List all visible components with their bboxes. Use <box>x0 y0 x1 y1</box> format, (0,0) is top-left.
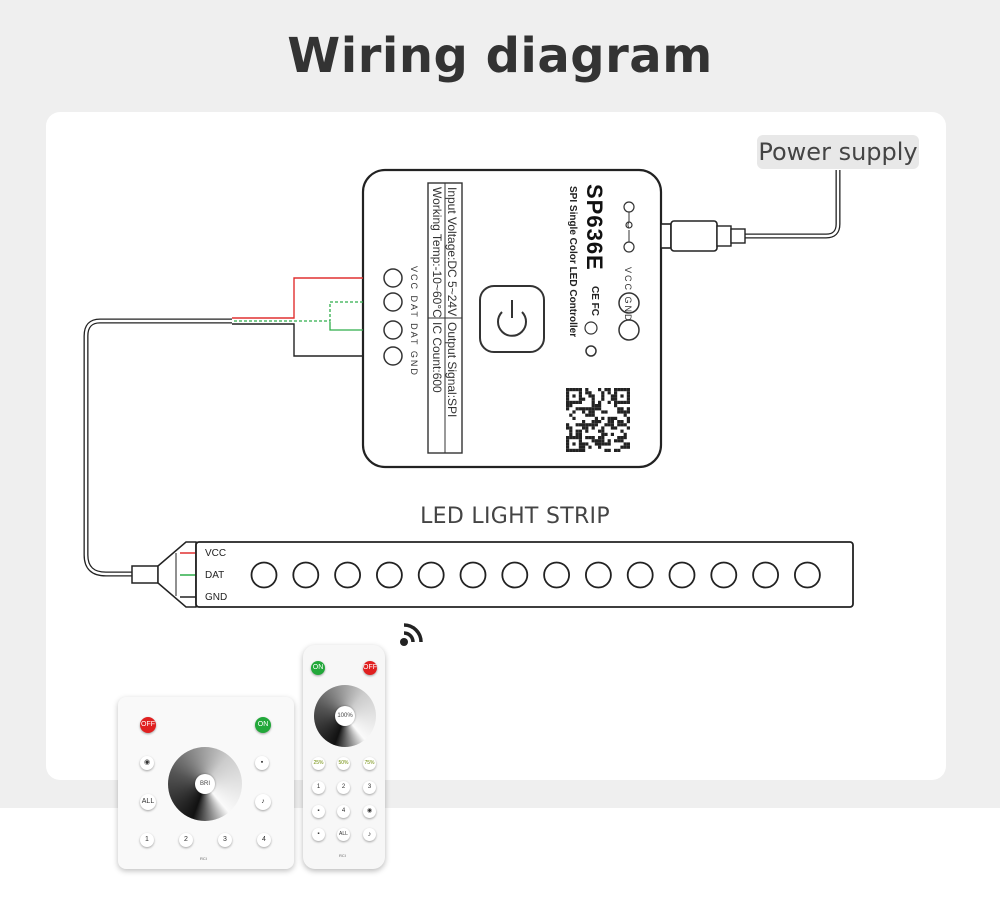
panel-dial-center[interactable]: BRI <box>195 774 215 794</box>
power-cable <box>745 170 841 239</box>
left-terminal <box>383 268 403 366</box>
panel-off-button[interactable]: OFF <box>140 717 156 733</box>
led-chip <box>752 561 779 589</box>
led-strip-label: LED LIGHT STRIP <box>420 504 610 529</box>
led-chip <box>668 561 696 589</box>
remote-preset-25-button[interactable]: 25% <box>312 757 325 770</box>
panel-music-button[interactable]: ♪ <box>255 794 271 810</box>
panel-grid-button[interactable]: ▪ <box>255 756 269 770</box>
certification-marks: CE FC <box>589 286 600 316</box>
remote-zone-2-button[interactable]: 2 <box>337 781 350 794</box>
led-chip <box>417 561 445 589</box>
remote-zone-4-button[interactable]: 4 <box>337 805 350 818</box>
power-button[interactable] <box>479 285 545 353</box>
handheld-remote: ON OFF 100% 25% 50% 75% 1 2 3 ▪ 4 ◉ ▪ AL… <box>303 645 385 869</box>
power-icon <box>497 300 527 337</box>
page-title: Wiring diagram <box>287 28 713 84</box>
dc-plug <box>660 220 746 252</box>
panel-mode-button[interactable]: ◉ <box>140 756 154 770</box>
remote-off-button[interactable]: OFF <box>363 661 377 675</box>
strip-wire-dat: DAT <box>205 570 225 581</box>
remote-dial-center[interactable]: 100% <box>335 706 355 726</box>
strip-wire-vcc: VCC <box>205 548 227 559</box>
led-chip <box>250 561 278 589</box>
panel-brand: RCI <box>200 856 207 861</box>
remote-grid-button[interactable]: ▪ <box>312 805 325 818</box>
led-chip <box>543 561 570 589</box>
led-chip <box>501 561 529 589</box>
remote-zone-3-button[interactable]: 3 <box>363 781 376 794</box>
panel-zone-4-button[interactable]: 4 <box>257 833 271 847</box>
spec-working-temp: Working Temp:-10~60°C <box>430 187 444 318</box>
controller-subtitle: SPI Single Color LED Controller <box>567 186 578 338</box>
strip-connector <box>131 541 197 608</box>
led-chip <box>794 561 821 589</box>
wireless-signal-icon <box>400 623 423 646</box>
remote-brand: RCI <box>339 853 346 858</box>
led-chip <box>459 561 487 589</box>
remote-zone-1-button[interactable]: 1 <box>312 781 325 794</box>
controller-model: SP636E <box>582 184 607 271</box>
remote-preset-50-button[interactable]: 50% <box>337 757 350 770</box>
dc-polarity-icon <box>623 201 635 253</box>
led-chip <box>375 561 403 589</box>
left-pin-labels: VCC DAT DAT GND <box>409 266 419 377</box>
remote-preset-75-button[interactable]: 75% <box>363 757 376 770</box>
remote-grid2-button[interactable]: ▪ <box>312 828 325 841</box>
power-supply-label: Power supply <box>757 135 919 169</box>
led-chip <box>626 561 654 589</box>
spec-output-signal: Output Signal:SPI <box>445 322 459 418</box>
remote-mode-button[interactable]: ◉ <box>363 805 376 818</box>
panel-all-button[interactable]: ALL <box>140 794 156 810</box>
certification-icons <box>584 321 598 357</box>
led-chip <box>710 561 738 589</box>
panel-zone-2-button[interactable]: 2 <box>179 833 193 847</box>
right-pin-labels: VCC GND <box>623 267 633 323</box>
panel-on-button[interactable]: ON <box>255 717 271 733</box>
remote-music-button[interactable]: ♪ <box>363 828 376 841</box>
spec-ic-count: IC Count:600 <box>430 322 444 393</box>
led-chip <box>585 561 612 589</box>
remote-on-button[interactable]: ON <box>311 661 325 675</box>
spec-input-voltage: Input Voltage:DC 5~24V <box>445 187 459 317</box>
main-cable <box>83 318 232 577</box>
panel-zone-3-button[interactable]: 3 <box>218 833 232 847</box>
led-chip <box>292 561 320 589</box>
remote-all-button[interactable]: ALL <box>337 828 350 841</box>
wall-panel-remote: OFF ON ◉ ▪ BRI ALL ♪ 1 2 3 4 RCI <box>118 697 294 869</box>
strip-wire-gnd: GND <box>205 592 228 603</box>
qr-code <box>566 388 630 452</box>
panel-zone-1-button[interactable]: 1 <box>140 833 154 847</box>
right-terminal <box>618 292 640 341</box>
signal-wires <box>232 277 363 357</box>
led-chip <box>334 561 362 589</box>
